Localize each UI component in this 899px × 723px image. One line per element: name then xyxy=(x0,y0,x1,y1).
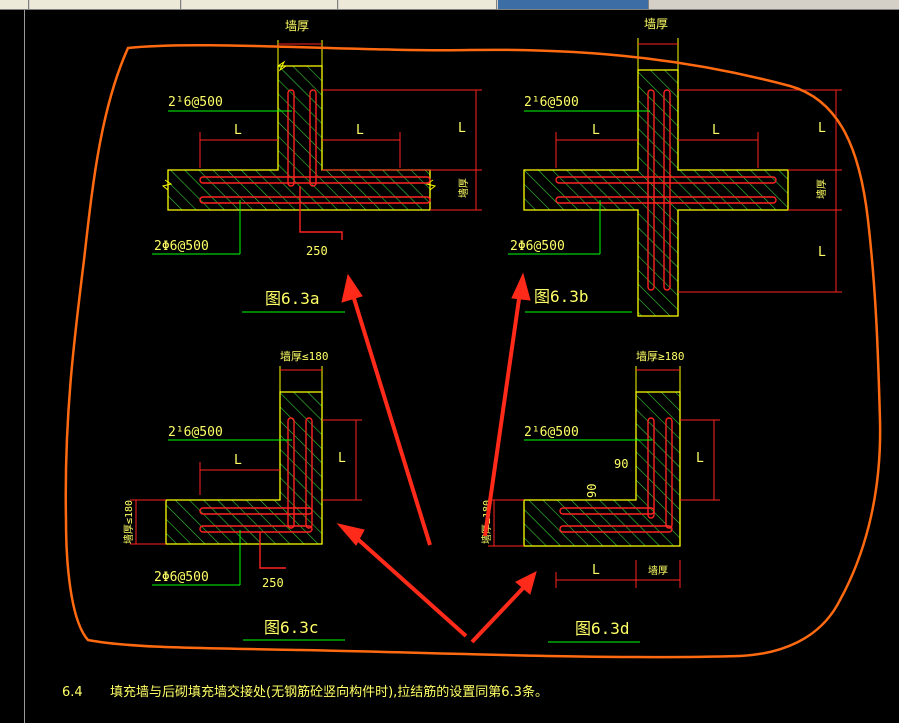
figure-title-a: 图6.3a xyxy=(265,289,320,308)
wall-thick-d: 墙厚≥180 xyxy=(636,349,685,363)
rebar-label-c-top: 2¹6@500 xyxy=(168,425,223,440)
dim-90-d-vertical: 90 xyxy=(614,457,628,471)
tab-1[interactable] xyxy=(0,0,29,9)
wall-thick-c-side: 墙厚≤180 xyxy=(122,500,135,544)
dim-250-c: 250 xyxy=(262,576,284,590)
wall-outline-a xyxy=(167,65,431,211)
dim-L-c-horizontal: L xyxy=(234,453,242,468)
dim-L-d-horizontal: L xyxy=(592,563,600,578)
rebar-label-a-top: 2¹6@500 xyxy=(168,95,223,110)
dim-L-a-left: L xyxy=(234,123,242,138)
wall-thick-d-bottom: 墙厚 xyxy=(648,564,668,577)
dim-L-d-vertical: L xyxy=(696,451,704,466)
wall-outline-c xyxy=(165,391,323,545)
figure-title-b: 图6.3b xyxy=(534,287,589,306)
freehand-outline-annotation xyxy=(64,43,882,659)
dim-L-a-vertical: L xyxy=(458,121,466,136)
rebar-d xyxy=(559,417,673,533)
wall-thick-a-side: 墙厚 xyxy=(457,178,470,198)
tab-4[interactable] xyxy=(339,0,497,9)
figure-6-3d: 2¹6@500 墙厚≥180 90 90 L 墙厚 L 墙厚≥180 图6.3d xyxy=(480,349,720,643)
rebar-label-b-bottom: 2Φ6@500 xyxy=(510,239,565,254)
drawing-tab-bar xyxy=(0,0,899,10)
red-arrows-annotation xyxy=(336,272,537,644)
tab-active[interactable] xyxy=(498,0,649,9)
wall-outline-d xyxy=(523,391,681,547)
rebar-label-c-bottom: 2Φ6@500 xyxy=(154,570,209,585)
figure-title-c: 图6.3c xyxy=(264,618,319,637)
wall-thick-c: 墙厚≤180 xyxy=(280,349,329,363)
wall-thick-b-side: 墙厚 xyxy=(815,179,828,199)
tab-2[interactable] xyxy=(30,0,181,9)
figure-6-3c: 2¹6@500 2Φ6@500 墙厚≤180 L L 墙厚≤180 250 图6… xyxy=(122,349,362,641)
dim-L-b-left: L xyxy=(592,123,600,138)
tab-3[interactable] xyxy=(182,0,338,9)
wall-outline-b xyxy=(523,69,789,317)
figure-title-d: 图6.3d xyxy=(575,619,630,638)
rebar-c xyxy=(199,417,313,569)
wall-thick-b: 墙厚 xyxy=(644,17,668,31)
dim-L-c-vertical: L xyxy=(338,451,346,466)
dim-90-d-horizontal: 90 xyxy=(585,484,599,498)
rebar-a xyxy=(199,89,431,240)
figure-6-3b: 2¹6@500 2Φ6@500 墙厚 L L L L 墙厚 图6.3b xyxy=(508,17,842,317)
note-text: 填充墙与后砌填充墙交接处(无钢筋砼竖向构件时),拉结筋的设置同第6.3条。 xyxy=(110,685,548,700)
note-number: 6.4 xyxy=(62,685,83,700)
dim-L-a-right: L xyxy=(356,123,364,138)
cad-drawing-canvas[interactable]: 2¹6@500 2Φ6@500 墙厚 L L L 墙厚 250 图6.3a xyxy=(0,10,899,723)
dim-250-a: 250 xyxy=(306,244,328,258)
dim-L-b-right: L xyxy=(712,123,720,138)
rebar-b xyxy=(555,89,777,291)
rebar-label-b-top: 2¹6@500 xyxy=(524,95,579,110)
wall-thick-a: 墙厚 xyxy=(285,19,309,33)
dim-L-b-upper: L xyxy=(818,121,826,136)
spec-note: 6.4 填充墙与后砌填充墙交接处(无钢筋砼竖向构件时),拉结筋的设置同第6.3条。 xyxy=(62,681,548,700)
rebar-label-a-bottom: 2Φ6@500 xyxy=(154,239,209,254)
rebar-label-d-top: 2¹6@500 xyxy=(524,425,579,440)
dim-L-b-lower: L xyxy=(818,245,826,260)
figure-6-3a: 2¹6@500 2Φ6@500 墙厚 L L L 墙厚 250 图6.3a xyxy=(152,19,482,313)
viewport-left-edge xyxy=(24,10,25,723)
